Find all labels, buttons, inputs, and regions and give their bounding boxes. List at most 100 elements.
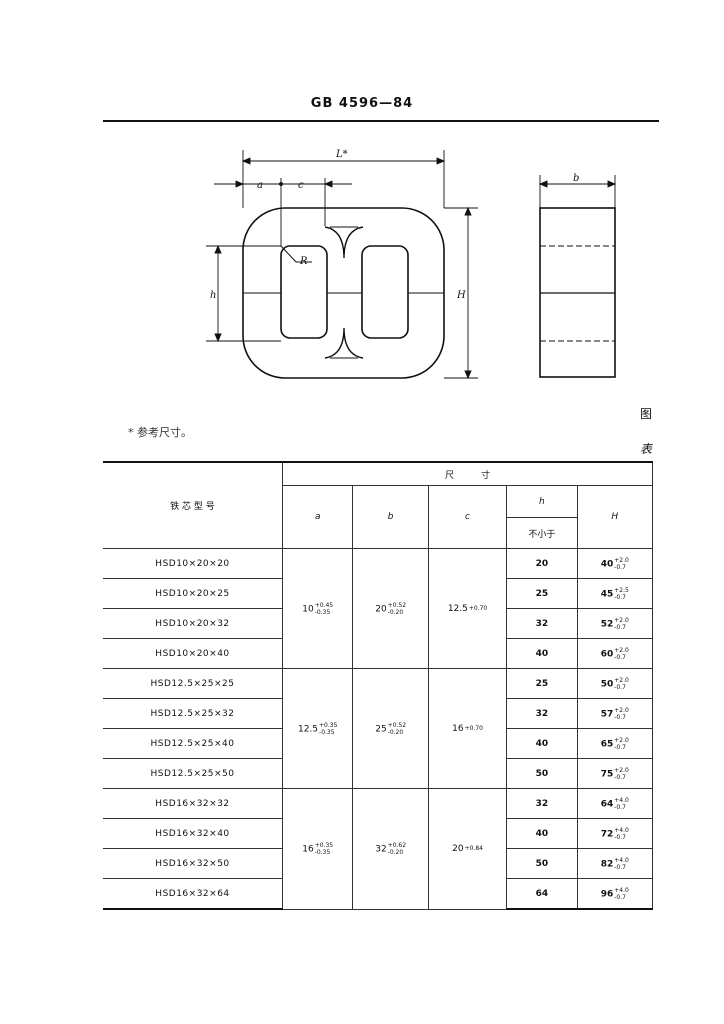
cell-H-base: 65 bbox=[600, 739, 614, 749]
cell-c-base: 12.5 bbox=[447, 603, 468, 614]
cell-h: 40 bbox=[506, 728, 578, 759]
cell-H-tolerance: +2.0-0.7 bbox=[614, 556, 629, 571]
cell-b-tolerance: +0.52-0.20 bbox=[387, 721, 407, 736]
bottom-cusp bbox=[324, 327, 364, 359]
cell-h: 50 bbox=[506, 758, 578, 789]
cell-a: 12.5+0.35-0.35 bbox=[281, 668, 354, 789]
cell-b-base: 20 bbox=[375, 604, 387, 614]
cell-c: 12.5+0.70 bbox=[427, 548, 508, 669]
col-a-header: a bbox=[281, 485, 354, 549]
cell-h: 32 bbox=[506, 608, 578, 639]
right-window bbox=[361, 245, 409, 339]
cell-H-base: 64 bbox=[600, 799, 614, 809]
label-a: a bbox=[257, 180, 263, 191]
model-cell: HSD12.5×25×32 bbox=[103, 698, 283, 729]
cell-a-tolerance: +0.35-0.35 bbox=[314, 841, 334, 856]
model-cell: HSD12.5×25×50 bbox=[103, 758, 283, 789]
cell-h: 25 bbox=[506, 668, 578, 699]
model-cell: HSD12.5×25×40 bbox=[103, 728, 283, 759]
cell-h: 40 bbox=[506, 638, 578, 669]
cell-a-tolerance: +0.45-0.35 bbox=[314, 601, 334, 616]
model-cell: HSD10×20×40 bbox=[103, 638, 283, 669]
cell-b-base: 32 bbox=[375, 844, 387, 855]
cell-H: 65+2.0-0.7 bbox=[576, 728, 654, 759]
cell-b: 20+0.52-0.20 bbox=[352, 548, 429, 669]
model-cell: HSD16×32×40 bbox=[103, 818, 283, 849]
cell-H-tolerance: +2.0-0.7 bbox=[614, 706, 629, 721]
label-b: b bbox=[573, 173, 579, 184]
cell-c-base: 16 bbox=[452, 723, 464, 734]
cell-a-base: 16 bbox=[302, 844, 314, 855]
cell-h: 64 bbox=[506, 878, 578, 910]
cell-b: 32+0.62-0.20 bbox=[352, 788, 429, 910]
cell-H: 40+2.0-0.7 bbox=[576, 548, 654, 579]
cell-h: 20 bbox=[506, 548, 578, 579]
cell-H-tolerance: +2.0-0.7 bbox=[614, 646, 629, 661]
col-h-header: h bbox=[506, 485, 578, 518]
figure-caption: 图 bbox=[640, 407, 653, 421]
cell-H-tolerance: +2.5-0.7 bbox=[614, 586, 629, 601]
cell-H: 64+4.0-0.7 bbox=[576, 788, 654, 819]
cell-H: 96+4.0-0.7 bbox=[576, 878, 654, 910]
model-cell: HSD16×32×50 bbox=[103, 848, 283, 879]
col-h-subheader: 不小于 bbox=[506, 517, 578, 549]
cell-H-tolerance: +4.0-0.7 bbox=[614, 796, 629, 811]
cell-H-base: 50 bbox=[600, 679, 614, 689]
cell-c-tolerance: +0.84 bbox=[464, 844, 483, 852]
cell-H-base: 75 bbox=[600, 769, 614, 779]
page-header: GB 4596—84 bbox=[310, 96, 414, 111]
cell-H-tolerance: +2.0-0.7 bbox=[614, 676, 629, 691]
label-H: H bbox=[456, 290, 466, 301]
model-cell: HSD16×32×64 bbox=[103, 878, 283, 910]
cell-H-tolerance: +2.0-0.7 bbox=[614, 736, 629, 751]
cell-H: 82+4.0-0.7 bbox=[576, 848, 654, 879]
cell-a-base: 10 bbox=[302, 604, 314, 614]
cell-a: 16+0.35-0.35 bbox=[281, 788, 354, 910]
cell-b-tolerance: +0.52-0.20 bbox=[387, 601, 407, 616]
label-R: R bbox=[299, 256, 308, 267]
left-window bbox=[280, 245, 328, 339]
cell-h: 40 bbox=[506, 818, 578, 849]
cell-h: 25 bbox=[506, 578, 578, 609]
cell-c: 16+0.70 bbox=[427, 668, 508, 789]
cell-H: 60+2.0-0.7 bbox=[576, 638, 654, 669]
cell-b: 25+0.52-0.20 bbox=[352, 668, 429, 789]
col-c-header: c bbox=[427, 485, 508, 549]
model-cell: HSD10×20×25 bbox=[103, 578, 283, 609]
cell-H-base: 82 bbox=[600, 859, 614, 869]
cell-a-base: 12.5 bbox=[297, 724, 319, 734]
cell-H-base: 40 bbox=[600, 559, 614, 569]
cell-h: 32 bbox=[506, 698, 578, 729]
group-header: 尺 寸 bbox=[281, 461, 654, 486]
cell-H-base: 45 bbox=[600, 589, 614, 599]
header-rule bbox=[103, 120, 659, 122]
cell-H: 52+2.0-0.7 bbox=[576, 608, 654, 639]
model-header: 铁 芯 型 号 bbox=[103, 461, 283, 549]
cell-H-tolerance: +4.0-0.7 bbox=[614, 856, 629, 871]
col-b-header: b bbox=[352, 485, 429, 549]
cell-H: 57+2.0-0.7 bbox=[576, 698, 654, 729]
label-c: c bbox=[298, 180, 304, 191]
cell-H: 75+2.0-0.7 bbox=[576, 758, 654, 789]
cell-H-tolerance: +2.0-0.7 bbox=[614, 766, 629, 781]
reference-note: * 参考尺寸。 bbox=[128, 426, 192, 439]
cell-c-base: 20 bbox=[452, 843, 464, 854]
cell-b-tolerance: +0.62-0.20 bbox=[387, 841, 407, 856]
model-cell: HSD12.5×25×25 bbox=[103, 668, 283, 699]
cell-b-base: 25 bbox=[375, 724, 387, 734]
top-cusp bbox=[324, 226, 364, 259]
core-drawing: L* a c R h H b bbox=[206, 149, 617, 380]
cell-a-tolerance: +0.35-0.35 bbox=[319, 721, 338, 736]
cell-H-tolerance: +2.0-0.7 bbox=[614, 616, 629, 631]
